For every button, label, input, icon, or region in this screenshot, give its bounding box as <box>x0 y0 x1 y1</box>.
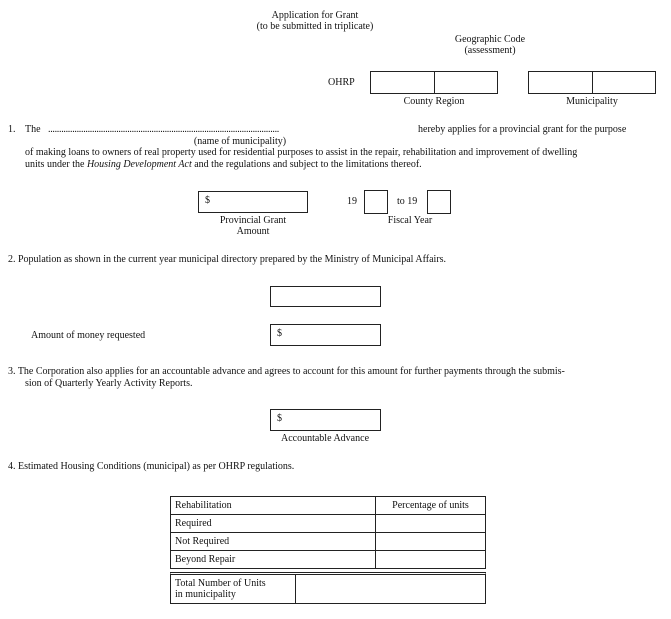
table-row: Required <box>170 514 486 533</box>
section-3-line-2: sion of Quarterly Yearly Activity Report… <box>25 378 193 389</box>
dollar-sign: $ <box>277 328 282 339</box>
percentage-required-cell[interactable] <box>375 514 486 533</box>
dollar-sign: $ <box>205 195 210 206</box>
percentage-header: Percentage of units <box>375 496 486 515</box>
total-units-row: Total Number of Units in municipality <box>170 572 486 604</box>
municipality-code-field[interactable] <box>528 71 656 94</box>
housing-conditions-table: Rehabilitation Percentage of units Requi… <box>170 496 486 569</box>
amount-requested-label: Amount of money requested <box>31 330 146 341</box>
field-divider <box>592 72 593 93</box>
section-3-line-1: 3. The Corporation also applies for an a… <box>8 366 565 377</box>
fiscal-year-from-field[interactable] <box>364 190 388 214</box>
row-label-not-required: Not Required <box>170 532 376 551</box>
municipality-label: Municipality <box>566 96 618 107</box>
total-units-field[interactable] <box>296 575 485 603</box>
field-divider <box>434 72 435 93</box>
county-region-code-field[interactable] <box>370 71 498 94</box>
form-title: Application for Grant <box>271 10 359 21</box>
section-2-text: 2. Population as shown in the current ye… <box>8 254 447 265</box>
section-1-line-3: units under the Housing Development Act … <box>25 159 422 170</box>
row-label-required: Required <box>170 514 376 533</box>
municipality-name-line[interactable]: ........................................… <box>48 124 280 135</box>
provincial-grant-amount-field[interactable]: $ <box>198 191 308 213</box>
grant-label-line-2: Amount <box>236 226 270 237</box>
form-subtitle: (to be submitted in triplicate) <box>256 21 374 32</box>
section-1-applies-text: hereby applies for a provincial grant fo… <box>418 124 627 135</box>
section-1-line-2: of making loans to owners of real proper… <box>25 147 578 158</box>
total-divider <box>295 575 296 603</box>
grant-label-line-1: Provincial Grant <box>219 215 287 226</box>
county-region-label: County Region <box>403 96 465 107</box>
geo-code-subtitle: (assessment) <box>464 45 516 56</box>
population-field[interactable] <box>270 286 381 307</box>
percentage-not-required-cell[interactable] <box>375 532 486 551</box>
act-name: Housing Development Act <box>86 159 192 170</box>
fiscal-year-label: Fiscal Year <box>387 215 433 226</box>
year-prefix-from: 19 <box>347 196 357 207</box>
amount-requested-field[interactable]: $ <box>270 324 381 346</box>
total-units-label: Total Number of Units in municipality <box>175 578 266 600</box>
section-1-number: 1. <box>8 124 16 135</box>
accountable-advance-field[interactable]: $ <box>270 409 381 431</box>
percentage-beyond-repair-cell[interactable] <box>375 550 486 569</box>
accountable-advance-label: Accountable Advance <box>280 433 370 444</box>
row-label-beyond-repair: Beyond Repair <box>170 550 376 569</box>
table-row: Beyond Repair <box>170 550 486 569</box>
fiscal-year-to-field[interactable] <box>427 190 451 214</box>
table-header-row: Rehabilitation Percentage of units <box>170 496 486 515</box>
section-4-text: 4. Estimated Housing Conditions (municip… <box>8 461 295 472</box>
rehabilitation-header: Rehabilitation <box>170 496 376 515</box>
municipality-name-hint: (name of municipality) <box>193 136 287 147</box>
year-prefix-to: to 19 <box>397 196 418 207</box>
section-1-the: The <box>25 124 41 135</box>
geo-code-title: Geographic Code <box>454 34 526 45</box>
ohrp-label: OHRP <box>328 77 355 88</box>
table-row: Not Required <box>170 532 486 551</box>
dollar-sign: $ <box>277 413 282 424</box>
